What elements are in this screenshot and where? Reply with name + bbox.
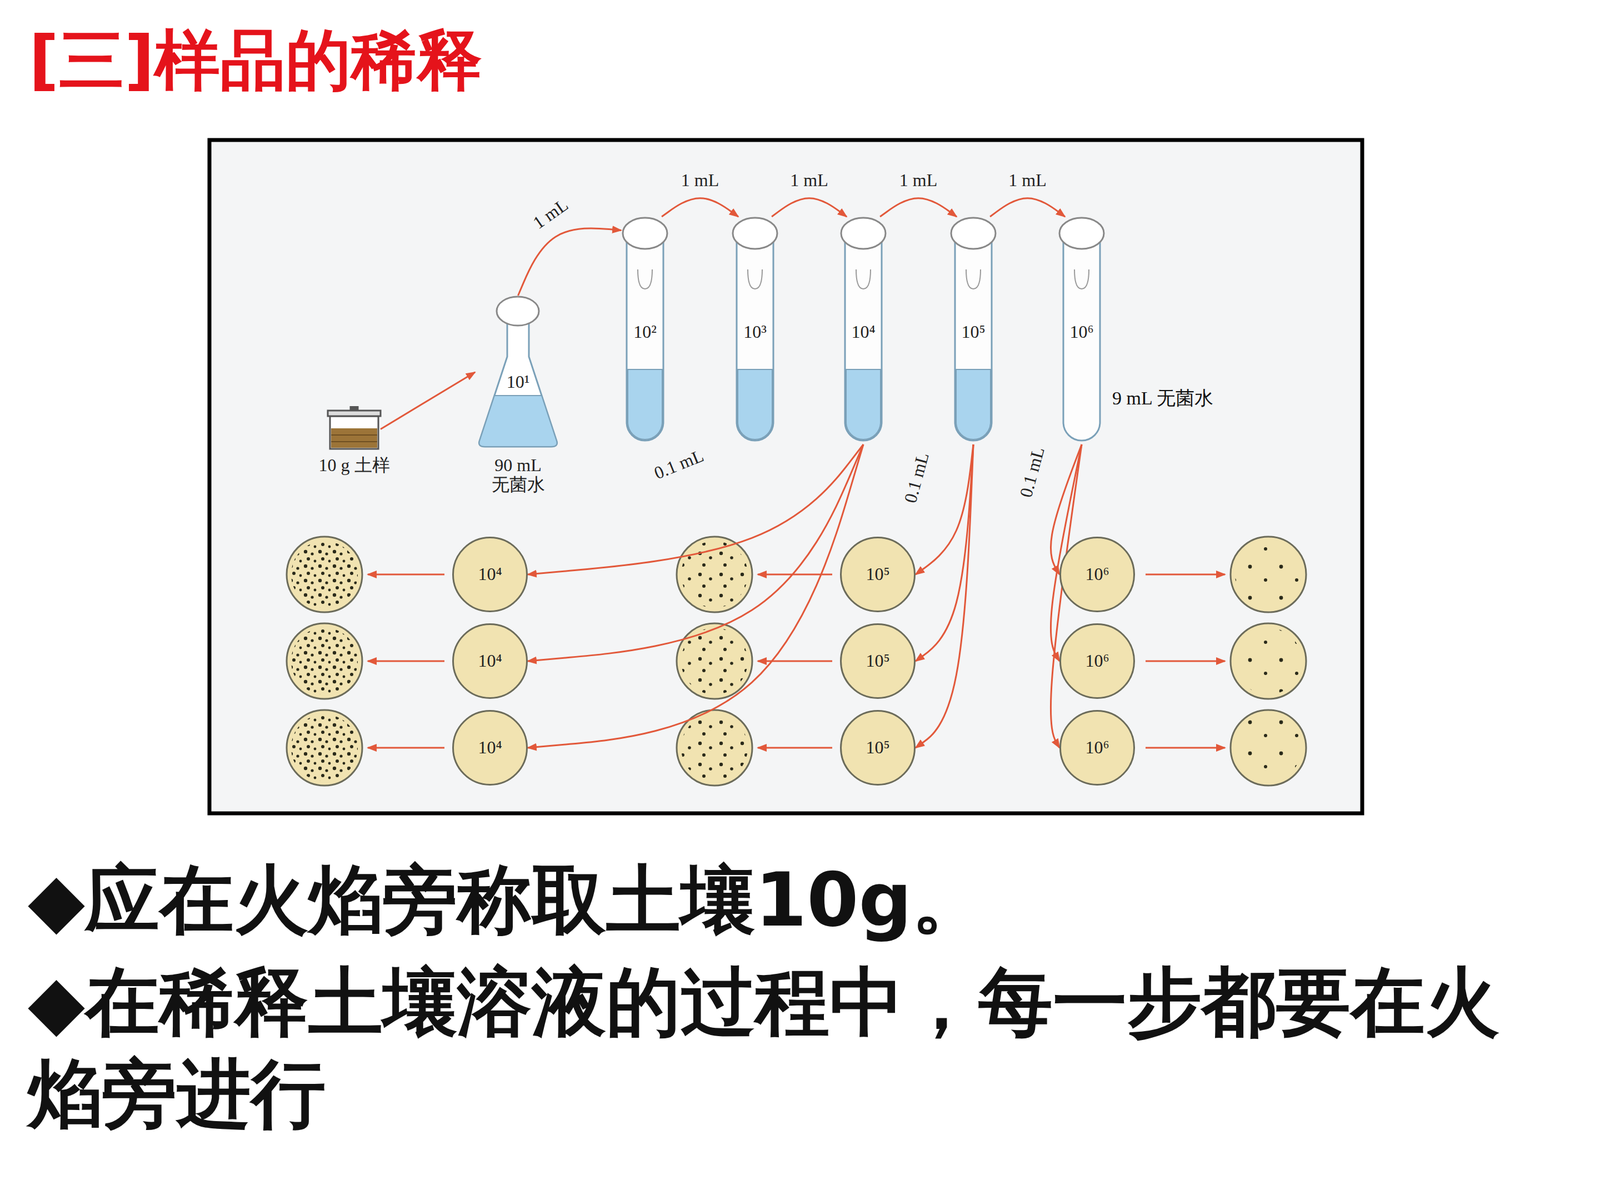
- dilution-label: 10⁶: [1085, 737, 1109, 758]
- bullet-note: ◆应在火焰旁称取土壤10g。: [27, 855, 1550, 945]
- soil-sample: 10 g 土样: [327, 408, 381, 450]
- transfer-arrow: [380, 372, 475, 430]
- culture-plate: 10⁶: [1059, 536, 1135, 613]
- dilution-label: 10 g 土样: [318, 455, 390, 475]
- culture-plate: 10⁶: [1059, 710, 1135, 786]
- dilution-label: 10⁶: [1085, 564, 1109, 584]
- volume-label: 1 mL: [526, 193, 574, 235]
- transfer-arrow: [527, 444, 864, 748]
- dilution-label: 10¹: [506, 372, 530, 392]
- culture-plate: 10⁴: [452, 710, 528, 786]
- dilution-label: 10⁵: [865, 564, 890, 584]
- dilution-label: 10⁴: [477, 651, 502, 671]
- transfer-arrow: [771, 198, 847, 217]
- volume-label: 1 mL: [787, 170, 831, 190]
- volume-note: 9 mL 无菌水: [1112, 387, 1214, 409]
- volume-label: 0.1 mL: [900, 447, 934, 508]
- soil-outline: [327, 408, 381, 450]
- volume-label: 1 mL: [678, 170, 722, 190]
- culture-plate: 10⁴: [452, 623, 528, 699]
- dilution-label: 10⁴: [477, 564, 502, 584]
- dilution-label: 10⁵: [865, 737, 890, 758]
- conical-flask: 10¹90 mL 无菌水: [475, 295, 562, 449]
- culture-plate: 10⁵: [840, 536, 916, 613]
- culture-plate: 10⁴: [452, 536, 528, 613]
- dilution-label: 10⁶: [1069, 322, 1094, 342]
- culture-plate: 10⁵: [840, 623, 916, 699]
- transfer-arrow: [527, 444, 864, 662]
- test-tube: 10³: [731, 216, 779, 445]
- test-tube: 10⁶: [1057, 216, 1106, 445]
- dilution-label: 10⁴: [851, 322, 875, 342]
- culture-plate: 10⁶: [1059, 623, 1135, 699]
- dilution-label: 10⁵: [961, 322, 985, 342]
- dilution-label: 10⁵: [865, 651, 890, 671]
- volume-label: 1 mL: [1005, 170, 1049, 190]
- figure-frame: [209, 140, 1363, 814]
- transfer-arrow: [527, 444, 864, 575]
- transfer-arrow: [915, 444, 974, 748]
- volume-label: 90 mL 无菌水: [487, 455, 549, 495]
- transfer-arrow: [990, 198, 1065, 217]
- volume-label: 0.1 mL: [1015, 442, 1050, 503]
- transfer-arrow: [518, 228, 622, 296]
- transfer-arrow: [880, 198, 957, 217]
- volume-label: 0.1 mL: [648, 445, 709, 485]
- slide-title: [三]样品的稀释: [28, 21, 483, 100]
- dilution-label: 10²: [633, 322, 657, 342]
- culture-plate: 10⁵: [840, 710, 916, 786]
- transfer-arrow: [661, 198, 739, 217]
- test-tube: 10⁵: [949, 216, 998, 445]
- bullet-note: ◆在稀释土壤溶液的过程中，每一步都要在火焰旁进行: [27, 956, 1550, 1140]
- test-tube: 10²: [621, 216, 669, 445]
- volume-label: 1 mL: [896, 170, 940, 190]
- dilution-label: 10⁶: [1085, 651, 1109, 671]
- dilution-label: 10³: [743, 322, 767, 342]
- colony-plates: [286, 536, 1307, 786]
- test-tube: 10⁴: [839, 216, 888, 445]
- dilution-label: 10⁴: [477, 737, 502, 758]
